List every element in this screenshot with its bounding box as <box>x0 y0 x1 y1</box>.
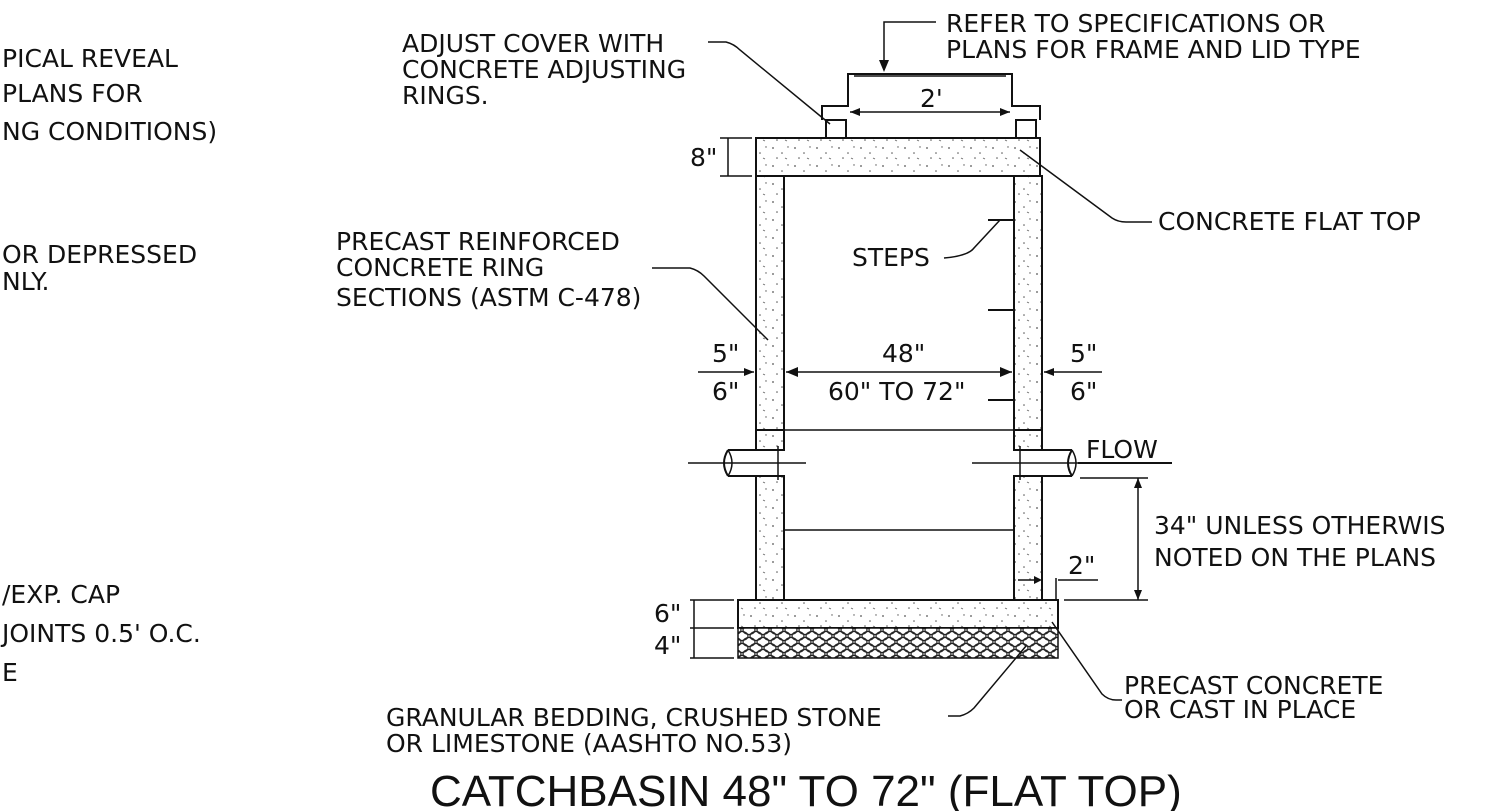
precast-ring-line1: PRECAST REINFORCED <box>336 227 620 256</box>
inner-dia-top-label: 48" <box>882 339 925 368</box>
flow-callout: FLOW <box>1078 435 1172 464</box>
precast-base-line2: OR CAST IN PLACE <box>1124 695 1356 724</box>
bedding-line1: GRANULAR BEDDING, CRUSHED STONE <box>386 703 882 732</box>
frame-width-dimension: 2' <box>920 84 943 113</box>
top-thickness-label: 8" <box>690 143 717 172</box>
precast-ring-line3: SECTIONS (ASTM C-478) <box>336 283 641 312</box>
precast-ring-callout: PRECAST REINFORCED CONCRETE RING SECTION… <box>336 227 769 341</box>
left-note-2: PLANS FOR <box>2 79 143 108</box>
left-note-8: E <box>2 658 18 687</box>
pipe-left <box>688 446 806 480</box>
refer-specs-callout: REFER TO SPECIFICATIONS OR PLANS FOR FRA… <box>879 9 1361 72</box>
base-projection-label: 2" <box>1068 551 1095 580</box>
inner-diameter-dim: 48" 60" TO 72" <box>786 339 1012 406</box>
wall-left-bottom-label: 6" <box>712 377 739 406</box>
adjusting-ring-right <box>1015 119 1037 139</box>
adjust-cover-callout: ADJUST COVER WITH CONCRETE ADJUSTING RIN… <box>402 29 831 125</box>
adjust-cover-line3: RINGS. <box>402 81 489 110</box>
wall-left-top-label: 5" <box>712 339 739 368</box>
flow-label: FLOW <box>1086 435 1158 464</box>
invert-height-dim: 34" UNLESS OTHERWIS NOTED ON THE PLANS <box>1064 477 1446 601</box>
base-dims: 6" 4" <box>654 599 734 660</box>
drawing-title: CATCHBASIN 48" TO 72" (FLAT TOP) <box>430 767 1182 811</box>
left-note-7: JOINTS 0.5' O.C. <box>0 619 201 648</box>
wall-right-bottom-label: 6" <box>1070 377 1097 406</box>
wall-left-upper <box>755 175 785 431</box>
bedding-callout: GRANULAR BEDDING, CRUSHED STONE OR LIMES… <box>386 645 1027 758</box>
left-note-1: PICAL REVEAL <box>2 44 178 73</box>
wall-right-upper <box>1013 175 1043 431</box>
wall-left-lower <box>755 475 785 601</box>
unless-noted-line2: NOTED ON THE PLANS <box>1154 543 1436 572</box>
base-thickness-label: 6" <box>654 599 681 628</box>
bedding-line2: OR LIMESTONE (AASHTO NO.53) <box>386 729 792 758</box>
flat-top-callout: CONCRETE FLAT TOP <box>1019 149 1421 236</box>
left-note-4: OR DEPRESSED <box>2 240 197 269</box>
wall-thickness-dims: 5" 6" 5" 6" <box>698 339 1102 406</box>
precast-base-callout: PRECAST CONCRETE OR CAST IN PLACE <box>1051 621 1383 724</box>
pipe-right <box>972 446 1090 480</box>
precast-base-slab <box>737 599 1059 629</box>
wall-right-top-label: 5" <box>1070 339 1097 368</box>
left-note-6: /EXP. CAP <box>2 580 120 609</box>
adjust-cover-line1: ADJUST COVER WITH <box>402 29 664 58</box>
bedding-thickness-label: 4" <box>654 631 681 660</box>
base-projection-dim: 2" <box>1018 551 1098 600</box>
steps-label: STEPS <box>852 243 930 272</box>
precast-ring-line2: CONCRETE RING <box>336 253 544 282</box>
frame-and-lid: 2' <box>821 73 1041 139</box>
left-note-5: NLY. <box>2 267 49 296</box>
adjust-cover-line2: CONCRETE ADJUSTING <box>402 55 686 84</box>
inner-dia-bottom-label: 60" TO 72" <box>828 377 965 406</box>
concrete-flat-top-slab <box>755 137 1041 177</box>
wall-right-joint <box>1013 429 1043 451</box>
steps: STEPS <box>852 219 1014 401</box>
concrete-flat-top-label: CONCRETE FLAT TOP <box>1158 207 1421 236</box>
granular-bedding <box>737 627 1059 659</box>
left-notes: PICAL REVEAL PLANS FOR NG CONDITIONS) OR… <box>0 44 217 687</box>
refer-specs-line2: PLANS FOR FRAME AND LID TYPE <box>946 35 1361 64</box>
left-note-3: NG CONDITIONS) <box>2 117 217 146</box>
wall-left-joint <box>755 429 785 451</box>
refer-specs-line1: REFER TO SPECIFICATIONS OR <box>946 9 1325 38</box>
unless-noted-line1: 34" UNLESS OTHERWIS <box>1154 511 1446 540</box>
precast-base-line1: PRECAST CONCRETE <box>1124 671 1383 700</box>
top-thickness-dim: 8" <box>690 137 752 177</box>
